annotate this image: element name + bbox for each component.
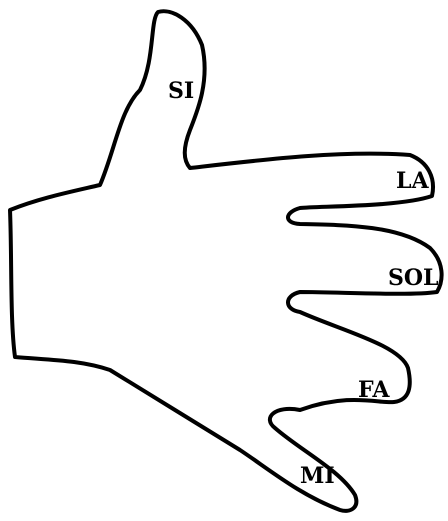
note-label-thumb: SI (168, 78, 194, 104)
note-label-ring: FA (358, 377, 390, 403)
hand-outline (10, 11, 442, 511)
note-label-index: LA (396, 168, 429, 194)
note-label-middle: SOL (388, 265, 439, 291)
note-label-pinky: MI (300, 463, 335, 489)
